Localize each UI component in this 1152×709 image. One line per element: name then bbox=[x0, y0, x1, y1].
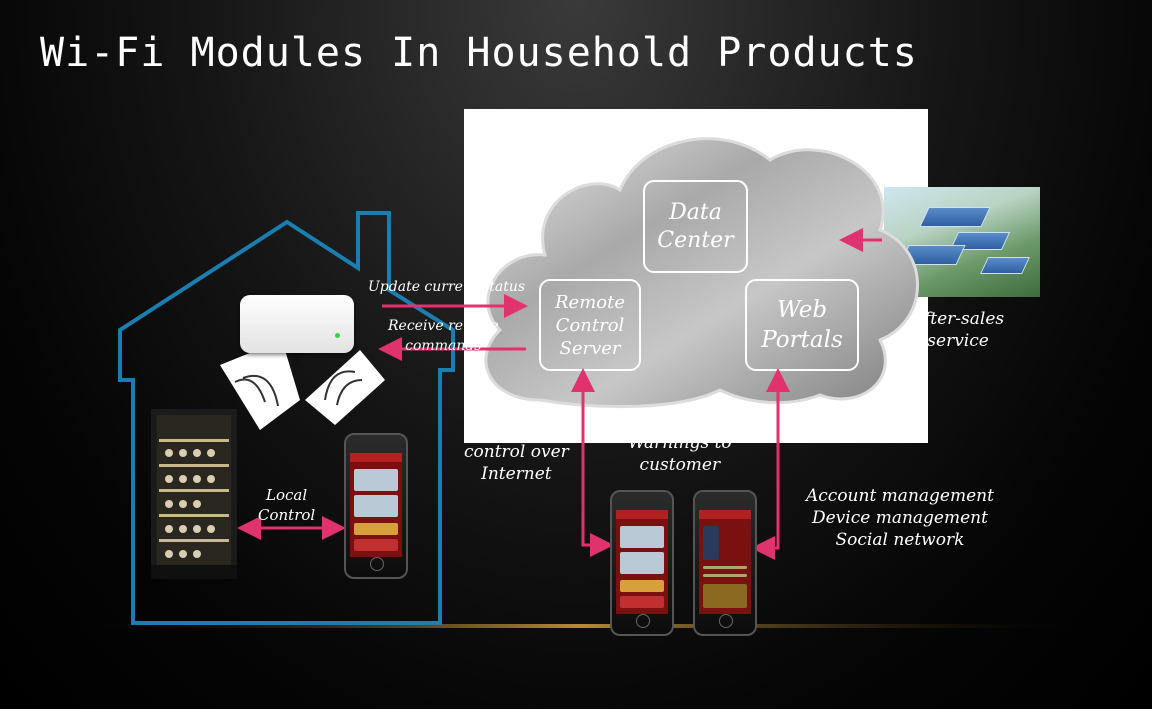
floor-glow bbox=[60, 624, 1100, 628]
wine-fridge-icon bbox=[151, 409, 237, 579]
smartphone-icon bbox=[693, 490, 757, 636]
wifi-signal-icon bbox=[220, 340, 385, 430]
data-center-box bbox=[643, 180, 748, 273]
web-portals-box bbox=[745, 279, 859, 371]
house-outline bbox=[118, 211, 455, 625]
internet-control-label: control over Internet bbox=[464, 442, 569, 484]
update-status-label: Update current status bbox=[368, 279, 526, 295]
arrow-internet-control bbox=[571, 368, 614, 557]
smartphone-icon bbox=[344, 433, 408, 579]
smartphone-icon bbox=[610, 490, 674, 636]
page-title: Wi-Fi Modules In Household Products bbox=[40, 30, 918, 76]
local-control-label: Local Control bbox=[258, 486, 316, 524]
data-center-label: Data Center bbox=[657, 199, 734, 253]
arrow-web-portals bbox=[751, 368, 790, 560]
web-portals-label: Web Portals bbox=[761, 297, 843, 353]
wifi-router-icon bbox=[240, 295, 354, 353]
account-management-label: Account management Device management Soc… bbox=[806, 486, 994, 550]
receive-commands-label: Receive remote commands bbox=[388, 318, 499, 354]
warnings-label: Warnings to customer bbox=[628, 433, 732, 475]
after-sales-label: After-sales service bbox=[912, 309, 1005, 351]
remote-server-label: Remote Control Server bbox=[555, 291, 625, 359]
